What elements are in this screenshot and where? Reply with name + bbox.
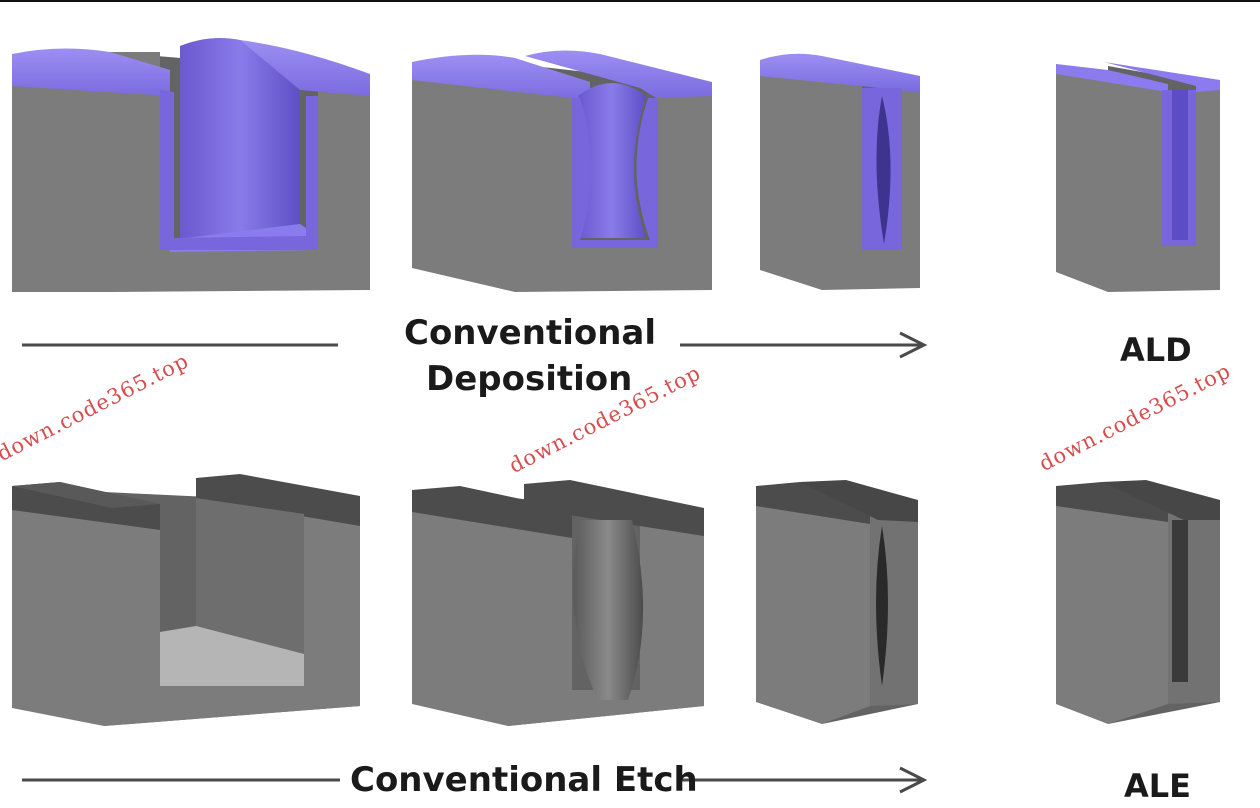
etch-block-3: [756, 480, 918, 724]
deposition-block-3: [760, 53, 920, 290]
conventional-deposition-label-line1: Conventional: [404, 313, 657, 353]
etch-arrow: [22, 766, 928, 794]
etch-block-2: [412, 480, 704, 726]
ald-label: ALD: [1120, 331, 1192, 369]
ale-block: [1056, 480, 1220, 724]
etch-block-1: [12, 474, 360, 726]
conventional-etch-label: Conventional Etch: [350, 760, 698, 800]
ale-label: ALE: [1124, 767, 1192, 805]
deposition-block-1: [12, 38, 370, 292]
deposition-block-2: [412, 50, 712, 292]
ald-block: [1056, 62, 1220, 292]
conventional-deposition-label-line2: Deposition: [426, 359, 633, 399]
deposition-arrow: [22, 331, 928, 359]
